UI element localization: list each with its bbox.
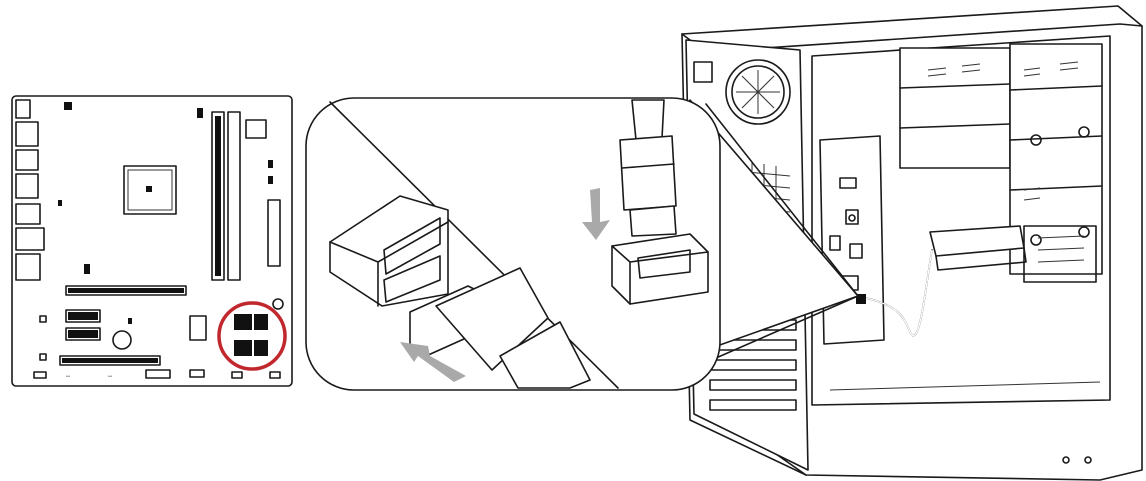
svg-text:ꟷ: ꟷ (66, 374, 70, 380)
svg-text:ꟷ: ꟷ (108, 374, 112, 380)
motherboard-board: ꟷ ꟷ (12, 96, 292, 386)
zoom-callout (306, 98, 720, 390)
